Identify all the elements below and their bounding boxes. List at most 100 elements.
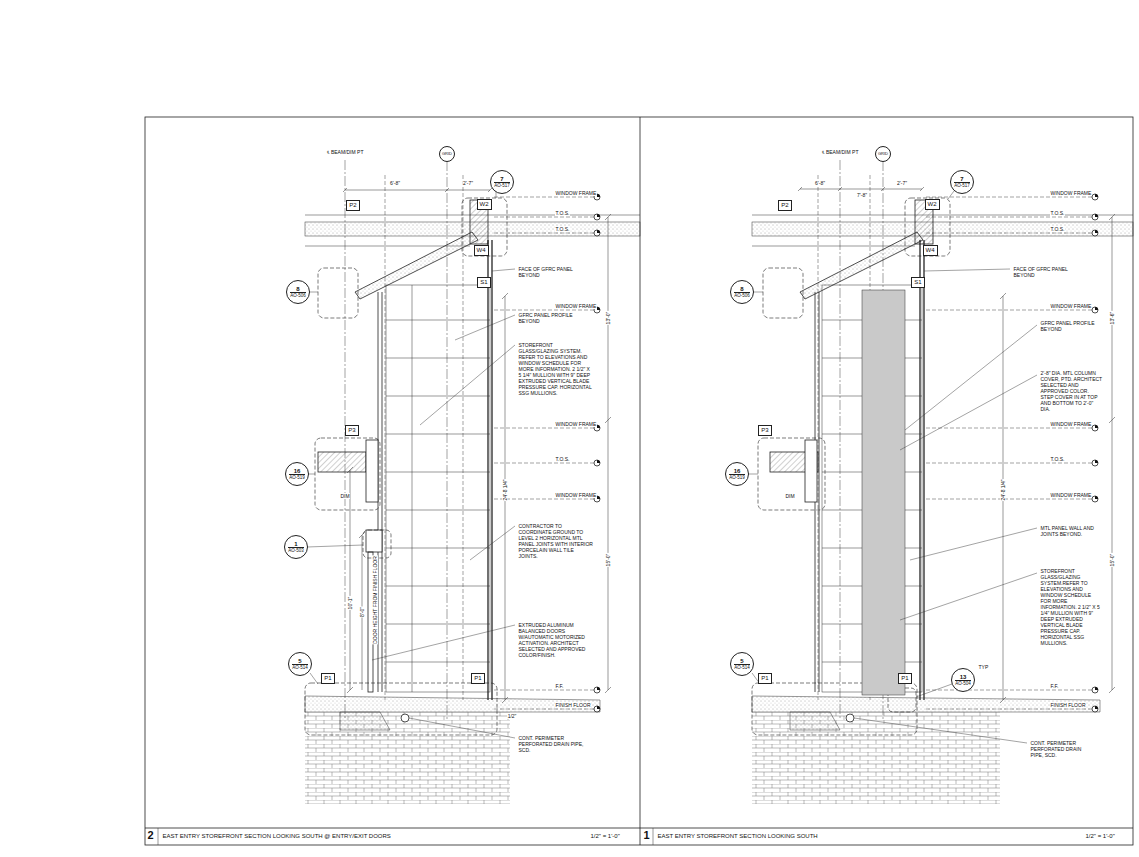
level-symbol (1092, 425, 1098, 431)
tag-box: P2 (346, 200, 359, 211)
sheet-number: AO-519 (729, 474, 745, 481)
leader-line (308, 474, 315, 475)
horizontal-mullion (386, 434, 490, 435)
centerline (345, 160, 346, 720)
note: MTL PANEL WALL AND JOINTS BEYOND. (1040, 525, 1103, 537)
callout-bubble: 16AO-519 (285, 462, 309, 486)
level-label: T.O.S. (1050, 210, 1065, 216)
level-symbol-fill (597, 460, 600, 463)
grid-name: GRID (878, 152, 888, 156)
sheet-number: AO-506 (734, 292, 750, 299)
centerline (840, 160, 841, 720)
tag-box: S1 (477, 277, 490, 288)
detail-box (758, 438, 825, 510)
level-symbol (1092, 706, 1098, 712)
level-symbol-fill (1095, 687, 1098, 690)
hidden-line (818, 175, 819, 700)
sheet-number: AO-517 (494, 182, 510, 189)
tag-box: P1 (471, 673, 484, 684)
dimension: 2'-7" (897, 180, 908, 186)
level-label: T.O.S. (555, 210, 570, 216)
dimension-line (502, 293, 508, 703)
level-symbol (1092, 496, 1098, 502)
footing (340, 712, 390, 730)
level-symbol (594, 687, 600, 693)
note: FACE OF GFRC PANEL BEYOND (1013, 266, 1076, 278)
wall-line (919, 240, 920, 700)
title-bar-divider (158, 828, 159, 845)
callout-bubble: 16AO-519 (725, 462, 749, 486)
dimension: 15'-0" (1109, 553, 1115, 567)
tag-box: P3 (758, 425, 771, 436)
dimension: 13'-0" (605, 311, 611, 325)
level-label: WINDOW FRAME (555, 421, 597, 427)
leader-line (455, 315, 515, 340)
level-label: FINISH FLOOR (555, 702, 591, 708)
tag-box: W2 (477, 199, 492, 210)
drain-pipe (401, 714, 409, 722)
dimension: 1/2" (507, 713, 517, 719)
level-line (494, 197, 594, 198)
level-label: FINISH FLOOR (1050, 702, 1086, 708)
note: CONT. PERIMETER PERFORATED DRAIN PIPE, S… (1030, 740, 1093, 758)
horizontal-mullion (386, 320, 490, 321)
sheet-number: AO-506 (290, 292, 306, 299)
detail-box (318, 268, 358, 318)
note: FACE OF GFRC PANEL BEYOND (518, 266, 594, 278)
level-symbol-fill (597, 706, 600, 709)
level-label: WINDOW FRAME (1050, 421, 1092, 427)
leader-line (910, 528, 1037, 560)
dimension: 6'-8" (390, 180, 401, 186)
tag-code: P1 (474, 675, 481, 682)
dimension: 10'-1" (347, 596, 353, 610)
dimension-line (347, 467, 353, 693)
level-line (494, 709, 594, 710)
dimension-line (359, 532, 365, 690)
level-label: WINDOW FRAME (555, 190, 597, 196)
level-symbol-fill (597, 496, 600, 499)
level-symbol-fill (1095, 425, 1098, 428)
level-label: T.O.S. (555, 456, 570, 462)
callout-bubble: 8AO-506 (286, 280, 310, 304)
wall-line (491, 240, 492, 700)
level-line (926, 463, 1092, 464)
detail-box (905, 198, 950, 256)
sheet-number: AO-519 (289, 474, 305, 481)
horizontal-mullion (386, 396, 490, 397)
level-line (494, 217, 594, 218)
grid-name: GRID (442, 152, 452, 156)
horizontal-mullion (386, 510, 490, 511)
note: 2'-8" DIA. MTL COLUMN COVER, PTD. ARCHIT… (1040, 370, 1103, 412)
level-label: T.O.S. (1050, 226, 1065, 232)
level-symbol (1092, 687, 1098, 693)
level-symbol-fill (1095, 214, 1098, 217)
glazing-head (366, 440, 378, 502)
level-markers (494, 194, 600, 712)
level-symbol-fill (1095, 460, 1098, 463)
glazing-head (805, 440, 817, 502)
note: GFRC PANEL PROFILE BEYOND (518, 312, 594, 324)
note: STOREFRONT GLASS/GLAZING SYSTEM. REFER T… (518, 342, 594, 396)
grid-bubble: GRID (875, 146, 891, 162)
level-label: WINDOW FRAME (1050, 190, 1092, 196)
tag-box: W4 (923, 245, 938, 256)
sheet-number: AO-503 (288, 547, 304, 554)
tag-box: P1 (321, 673, 334, 684)
sheet-border (145, 117, 1133, 845)
section-left (305, 160, 640, 804)
dimension: 7'-8" (857, 192, 868, 198)
leader-line (753, 292, 763, 293)
leader-line (916, 684, 952, 697)
horizontal-mullion (386, 548, 490, 549)
tag-code: W2 (480, 201, 489, 208)
dimension-line (605, 214, 611, 693)
tag-box: W2 (925, 199, 940, 210)
wall-line (923, 240, 924, 700)
level-symbol-fill (597, 230, 600, 233)
note: CONT. PERIMETER PERFORATED DRAIN PIPE, S… (518, 735, 594, 753)
tag-code: S1 (480, 279, 487, 286)
level-symbol (594, 706, 600, 712)
callout-bubble: 7AO-517 (950, 170, 974, 194)
level-label: F.F. (1050, 683, 1059, 689)
